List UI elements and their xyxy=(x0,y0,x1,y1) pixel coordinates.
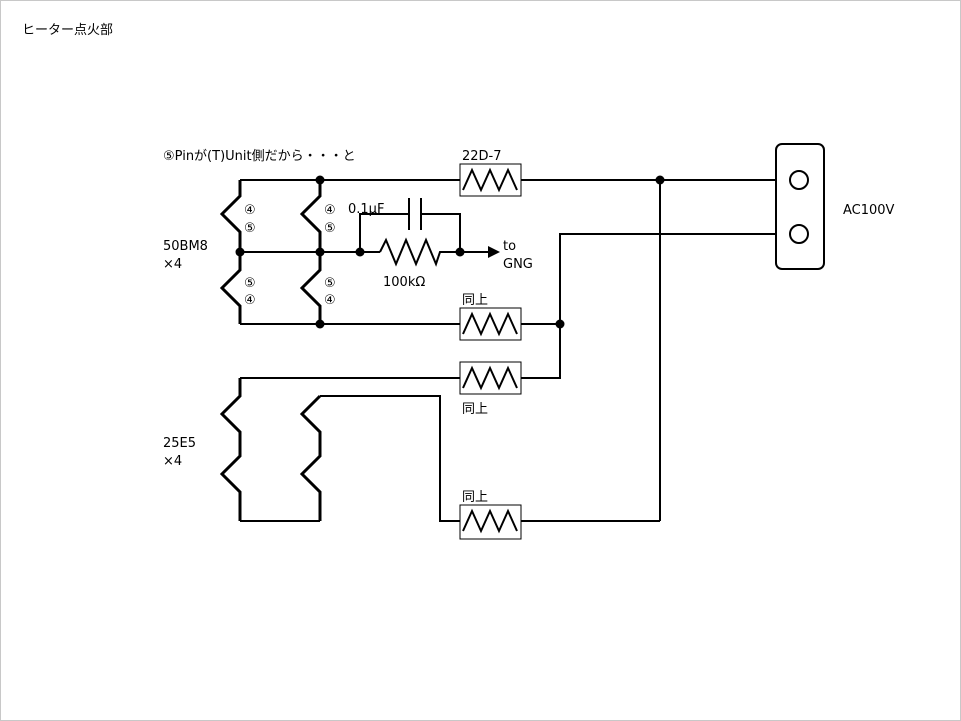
pin-label: ④ xyxy=(324,203,336,218)
resistor-same xyxy=(459,504,522,540)
pin-label: ⑤ xyxy=(324,221,336,236)
heater-filament xyxy=(299,394,322,521)
source-label: AC100V xyxy=(843,203,895,218)
tube-group-25e5: 25E5 ×4 xyxy=(163,377,460,522)
tube-count: ×4 xyxy=(163,257,182,272)
heater-filament xyxy=(299,252,322,324)
ground-label: GNG xyxy=(503,257,533,272)
tube-group-50bm8: ④ ⑤ ⑤ ④ ④ ⑤ ⑤ ④ 50BM8 ×4 xyxy=(163,175,460,329)
supply-wiring xyxy=(521,175,789,522)
diagram-title: ヒーター点火部 xyxy=(22,23,113,38)
bypass-network: 0.1μF 100kΩ to GNG xyxy=(348,198,533,290)
heater-filament xyxy=(219,378,242,521)
resistor-same xyxy=(459,307,522,341)
resistor-label: 同上 xyxy=(462,490,488,505)
heater-filament xyxy=(219,180,242,252)
pin-label: ④ xyxy=(244,203,256,218)
pin-note: ⑤Pinが(T)Unit側だから・・・と xyxy=(163,149,356,164)
resistor-label: 100kΩ xyxy=(383,275,425,290)
tube-name: 25E5 xyxy=(163,436,196,451)
dropping-resistors: 22D-7 同上 同上 同上 xyxy=(459,149,522,540)
tube-count: ×4 xyxy=(163,454,182,469)
pin-label: ④ xyxy=(324,293,336,308)
pin-label: ④ xyxy=(244,293,256,308)
resistor-label: 同上 xyxy=(462,293,488,308)
ground-to-label: to xyxy=(503,239,516,254)
heater-filament xyxy=(299,180,322,252)
ac-outlet: AC100V xyxy=(775,143,895,270)
capacitor-label: 0.1μF xyxy=(348,202,384,217)
resistor-100k xyxy=(379,237,460,267)
pin-label: ⑤ xyxy=(324,276,336,291)
resistor-label: 同上 xyxy=(462,402,488,417)
pin-label: ⑤ xyxy=(244,276,256,291)
heater-filament xyxy=(219,252,242,324)
tube-name: 50BM8 xyxy=(163,239,208,254)
resistor-label: 22D-7 xyxy=(462,149,502,164)
pin-label: ⑤ xyxy=(244,221,256,236)
